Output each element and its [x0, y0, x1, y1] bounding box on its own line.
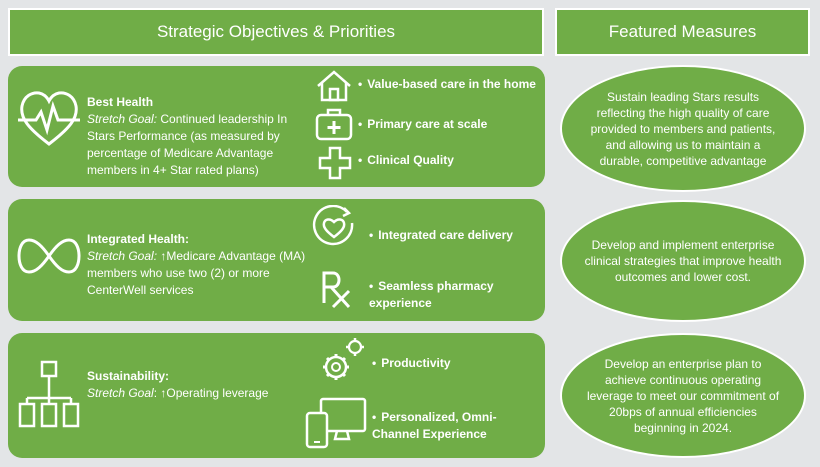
best-health-title: Best Health — [87, 95, 154, 109]
sustainability-stretch-sep: : — [153, 386, 161, 400]
org-chart-icon — [18, 360, 80, 428]
measure-integrated-health: Develop and implement enterprise clinica… — [560, 200, 806, 322]
home-icon — [317, 70, 351, 102]
integrated-health-stretch-label: Stretch Goal: — [87, 249, 158, 263]
measures-header-title: Featured Measures — [608, 22, 757, 41]
priority-productivity: •Productivity — [372, 356, 451, 370]
measures-header: Featured Measures — [555, 8, 810, 56]
medical-kit-icon — [315, 108, 353, 141]
integrated-health-text: Integrated Health: Stretch Goal: ↑Medica… — [87, 231, 312, 299]
priority-seamless-pharmacy: •Seamless pharmacy experience — [369, 279, 494, 310]
best-health-stretch-text: Continued leadership In Stars Performanc… — [87, 112, 288, 177]
infinity-icon — [17, 238, 81, 274]
devices-icon — [305, 397, 367, 449]
panel-best-health: Best Health Stretch Goal: Continued lead… — [8, 66, 545, 187]
priority-integrated-care: •Integrated care delivery — [369, 228, 513, 242]
best-health-stretch-label: Stretch Goal: — [87, 112, 158, 126]
rx-icon — [322, 271, 351, 309]
plus-cross-icon — [318, 146, 352, 180]
panel-integrated-health: Integrated Health: Stretch Goal: ↑Medica… — [8, 199, 545, 321]
sustainability-stretch-text: Operating leverage — [166, 386, 269, 400]
integrated-health-title: Integrated Health: — [87, 232, 190, 246]
priority-value-based-care: •Value-based care in the home — [358, 77, 536, 91]
panel-sustainability: Sustainability: Stretch Goal: ↑Operating… — [8, 333, 545, 458]
priority-clinical-quality: •Clinical Quality — [358, 153, 454, 167]
sustainability-stretch-label: Stretch Goal — [87, 386, 154, 400]
gears-icon — [323, 338, 364, 380]
best-health-text: Best Health Stretch Goal: Continued lead… — [87, 94, 312, 179]
measure-best-health: Sustain leading Stars results reflecting… — [560, 65, 806, 192]
sustainability-title: Sustainability: — [87, 369, 170, 383]
up-arrow-icon: ↑ — [160, 386, 167, 400]
objectives-header: Strategic Objectives & Priorities — [8, 8, 544, 56]
heart-cycle-icon — [312, 205, 354, 246]
priority-omni-channel: •Personalized, Omni-Channel Experience — [372, 410, 497, 441]
heart-pulse-icon — [18, 91, 80, 146]
up-arrow-icon: ↑ — [160, 249, 167, 263]
priority-primary-care: •Primary care at scale — [358, 117, 488, 131]
objectives-header-title: Strategic Objectives & Priorities — [156, 22, 396, 41]
measure-sustainability: Develop an enterprise plan to achieve co… — [560, 333, 806, 458]
integrated-health-stretch-text: Medicare Advantage (MA) members who use … — [87, 249, 306, 297]
sustainability-text: Sustainability: Stretch Goal: ↑Operating… — [87, 368, 312, 402]
